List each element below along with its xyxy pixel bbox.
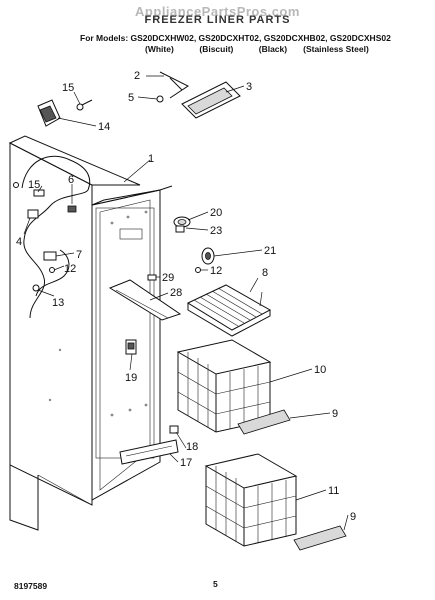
callout-18: 18 (186, 441, 198, 453)
finish-stainless: (Stainless Steel) (303, 44, 369, 54)
lower-wire-basket (204, 453, 298, 547)
finish-biscuit: (Biscuit) (199, 44, 234, 54)
damper-control (173, 216, 215, 273)
callout-28: 28 (170, 287, 182, 299)
lower-basket-front (293, 525, 347, 551)
top-bracket (37, 99, 93, 127)
callout-2: 2 (134, 70, 140, 82)
finish-black: (Black) (258, 44, 288, 54)
finish-white: (White) (145, 44, 174, 54)
callout-11: 11 (328, 485, 339, 497)
callout-17: 17 (180, 457, 192, 469)
callout-9-upper: 9 (332, 408, 338, 420)
wire-shelf (186, 284, 272, 337)
callout-7: 7 (76, 249, 82, 261)
callout-12-left: 12 (64, 263, 76, 275)
callout-29: 29 (162, 272, 174, 284)
callout-labels: 1 2 3 4 5 6 7 8 9 9 11 12 12 13 14 15 15… (16, 70, 356, 523)
callout-21: 21 (264, 245, 276, 257)
callout-12-right: 12 (210, 265, 222, 277)
models-line: For Models: GS20DCXHW02, GS20DCXHT02, GS… (80, 33, 391, 43)
callout-5: 5 (128, 92, 134, 104)
callout-23: 23 (210, 225, 222, 237)
watermark-text: AppliancePartsPros.com (135, 4, 300, 19)
lower-rail (119, 425, 179, 465)
callout-8: 8 (262, 267, 268, 279)
shelf-rail (108, 274, 182, 321)
callout-6: 6 (68, 174, 74, 186)
light-fixture (156, 71, 241, 119)
document-number: 8197589 (14, 581, 48, 591)
callout-1: 1 (148, 153, 154, 165)
upper-basket-front (237, 409, 291, 435)
callout-15-side: 15 (28, 179, 40, 191)
page-title: FREEZER LINER PARTS (144, 14, 291, 26)
callout-10: 10 (314, 364, 326, 376)
page-number: 5 (213, 579, 218, 589)
upper-wire-basket (176, 339, 272, 433)
callout-15-top: 15 (62, 82, 74, 94)
callout-9-lower: 9 (350, 511, 356, 523)
callout-20: 20 (210, 207, 222, 219)
callout-4: 4 (16, 236, 22, 248)
leader-lines (23, 75, 349, 531)
callout-14: 14 (98, 121, 110, 133)
callout-19: 19 (125, 372, 137, 384)
finish-list: (White) (Biscuit) (Black) (Stainless Ste… (145, 44, 369, 54)
clip-19 (125, 339, 137, 355)
callout-13: 13 (52, 297, 64, 309)
callout-3: 3 (246, 81, 252, 93)
